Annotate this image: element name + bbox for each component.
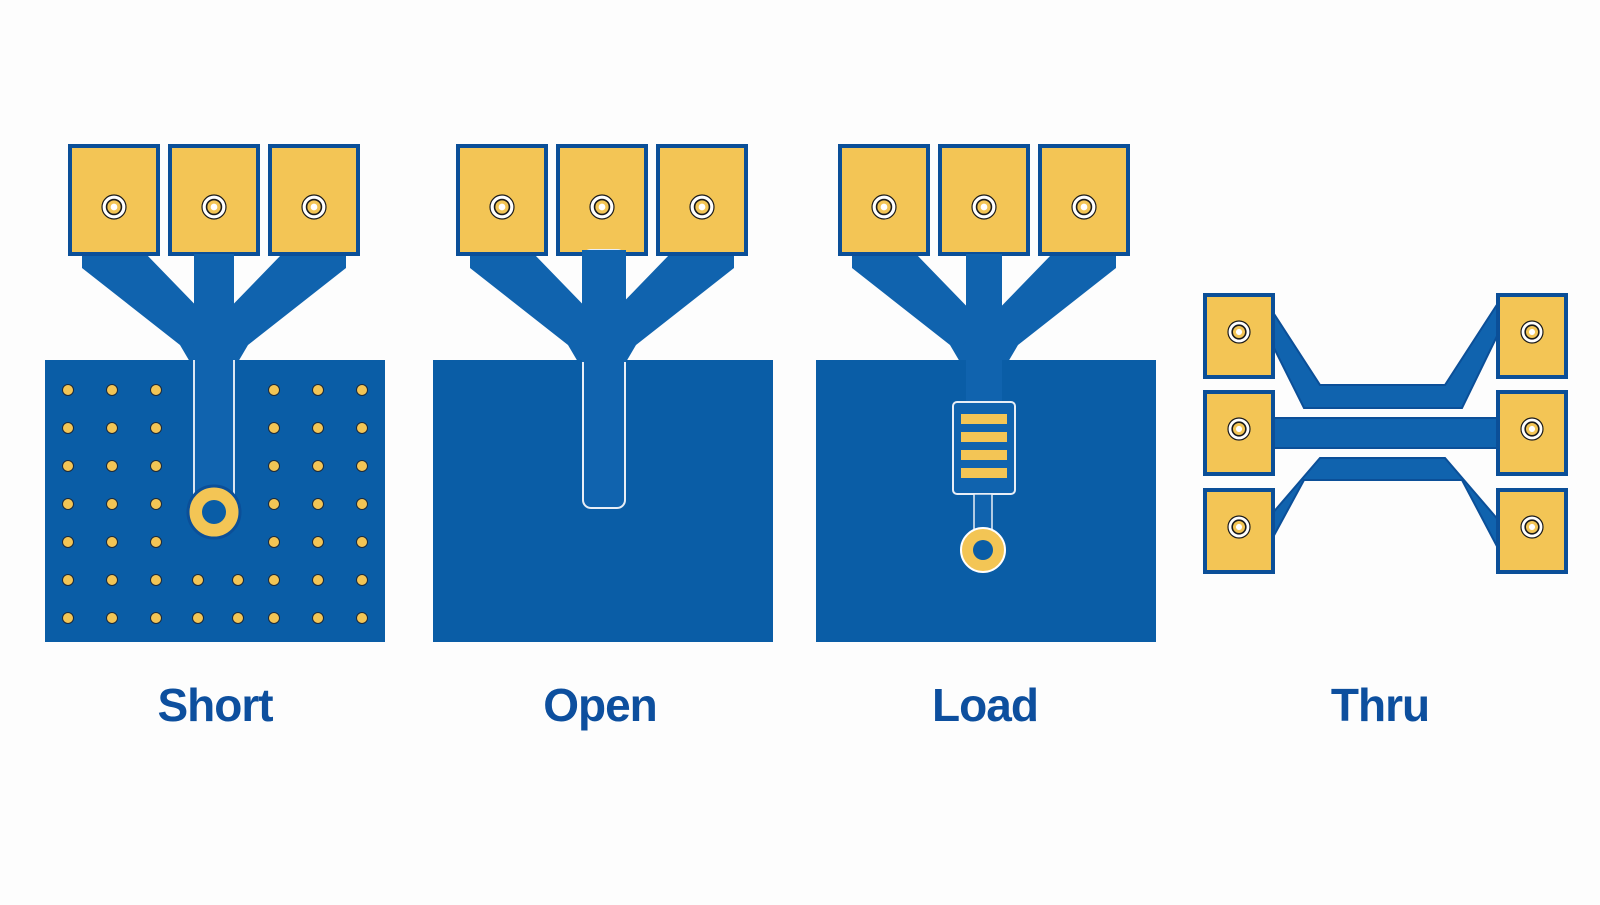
stitch-via xyxy=(268,536,280,548)
stitch-via xyxy=(150,460,162,472)
open-pad-2 xyxy=(556,144,648,256)
stitch-via xyxy=(268,612,280,624)
stitch-via xyxy=(312,384,324,396)
stitch-via xyxy=(356,574,368,586)
stitch-via xyxy=(356,460,368,472)
stitch-via xyxy=(106,384,118,396)
thru-pad-2-via-hole xyxy=(1235,425,1243,433)
load-pad-1-via-hole xyxy=(880,203,888,211)
stitch-via xyxy=(106,536,118,548)
stitch-via xyxy=(62,460,74,472)
open-trace-neck xyxy=(582,250,626,362)
load-standard xyxy=(816,144,1156,642)
label-short: Short xyxy=(157,679,273,731)
thru-pad-5-via-hole xyxy=(1528,425,1536,433)
stitch-via xyxy=(192,574,204,586)
stitch-via xyxy=(356,612,368,624)
stitch-via xyxy=(150,612,162,624)
stitch-via xyxy=(62,422,74,434)
thru-pad-3-via-hole xyxy=(1235,523,1243,531)
stitch-via xyxy=(268,574,280,586)
thru-lower-trace xyxy=(1264,457,1501,553)
stitch-via xyxy=(356,498,368,510)
open-pad-3-via-hole xyxy=(698,203,706,211)
open-standard xyxy=(433,144,773,642)
load-resistor-stripe xyxy=(961,450,1007,460)
thru-standard xyxy=(1203,293,1568,574)
open-pad-2-via-hole xyxy=(598,203,606,211)
thru-pad-1-via-hole xyxy=(1235,328,1243,336)
load-resistor-stripe xyxy=(961,414,1007,424)
stitch-via xyxy=(356,536,368,548)
short-center-trace xyxy=(194,254,234,504)
load-center-trace xyxy=(966,254,1002,404)
stitch-via xyxy=(150,536,162,548)
stitch-via xyxy=(312,612,324,624)
stitch-via xyxy=(232,612,244,624)
stitch-via xyxy=(62,498,74,510)
label-open: Open xyxy=(543,679,658,731)
stitch-via xyxy=(106,460,118,472)
stitch-via xyxy=(192,612,204,624)
stitch-via xyxy=(268,422,280,434)
stitch-via xyxy=(106,574,118,586)
stitch-via xyxy=(106,612,118,624)
load-termination-hole xyxy=(973,540,993,560)
load-resistor-stripe xyxy=(961,468,1007,478)
stitch-via xyxy=(106,498,118,510)
stitch-via xyxy=(62,384,74,396)
stitch-via xyxy=(232,574,244,586)
stitch-via xyxy=(150,422,162,434)
short-slot-outline xyxy=(193,360,235,500)
stitch-via xyxy=(268,384,280,396)
stitch-via xyxy=(268,498,280,510)
short-pad-2-via-hole xyxy=(210,203,218,211)
load-pad-3-via-hole xyxy=(1080,203,1088,211)
stitch-via xyxy=(62,574,74,586)
stitch-via xyxy=(312,422,324,434)
short-pad-1-via-hole xyxy=(110,203,118,211)
label-load: Load xyxy=(932,679,1039,731)
open-pad-1-via-hole xyxy=(498,203,506,211)
stitch-via xyxy=(62,612,74,624)
stitch-via xyxy=(150,384,162,396)
short-via-hole xyxy=(202,500,226,524)
label-thru: Thru xyxy=(1330,679,1430,731)
stitch-via xyxy=(150,574,162,586)
thru-pad-6-via-hole xyxy=(1528,523,1536,531)
short-standard xyxy=(45,144,385,642)
stitch-via xyxy=(62,536,74,548)
load-pad-2-via-hole xyxy=(980,203,988,211)
thru-center-trace xyxy=(1264,417,1501,449)
short-pad-3-via-hole xyxy=(310,203,318,211)
thru-upper-trace xyxy=(1264,296,1501,409)
load-resistor-stripe xyxy=(961,432,1007,442)
stitch-via xyxy=(312,574,324,586)
stitch-via xyxy=(312,498,324,510)
stitch-via xyxy=(356,422,368,434)
stitch-via xyxy=(268,460,280,472)
stitch-via xyxy=(312,536,324,548)
stitch-via xyxy=(312,460,324,472)
stitch-via xyxy=(356,384,368,396)
stitch-via xyxy=(150,498,162,510)
thru-pad-4-via-hole xyxy=(1528,328,1536,336)
stitch-via xyxy=(106,422,118,434)
